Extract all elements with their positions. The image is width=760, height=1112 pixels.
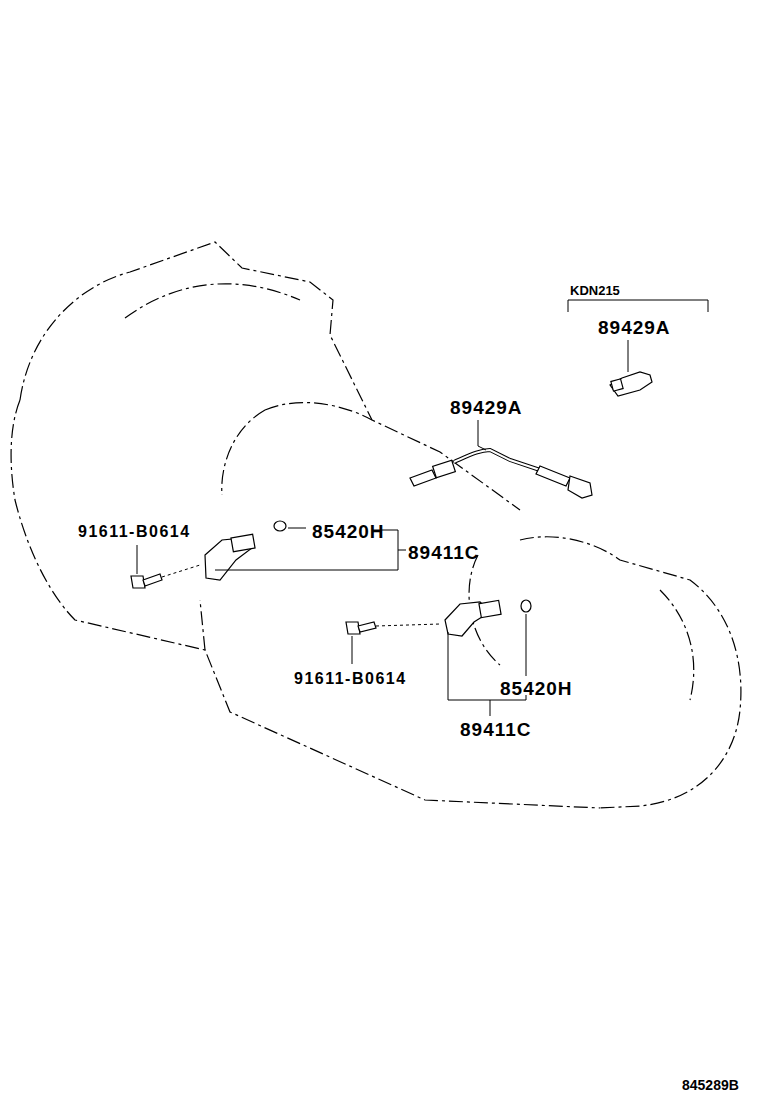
part-number: 89411C <box>460 720 532 739</box>
part-number: 89429A <box>598 318 671 337</box>
part-number: 91611-B0614 <box>294 671 407 687</box>
figure-number: 845289B <box>682 1078 739 1092</box>
part-number: 85420H <box>500 679 573 698</box>
part-number: KDN215 <box>570 284 620 297</box>
part-number: 89429A <box>450 398 523 417</box>
part-number: 89411C <box>408 543 480 562</box>
part-number: 91611-B0614 <box>78 524 191 540</box>
part-number: 85420H <box>312 522 385 541</box>
